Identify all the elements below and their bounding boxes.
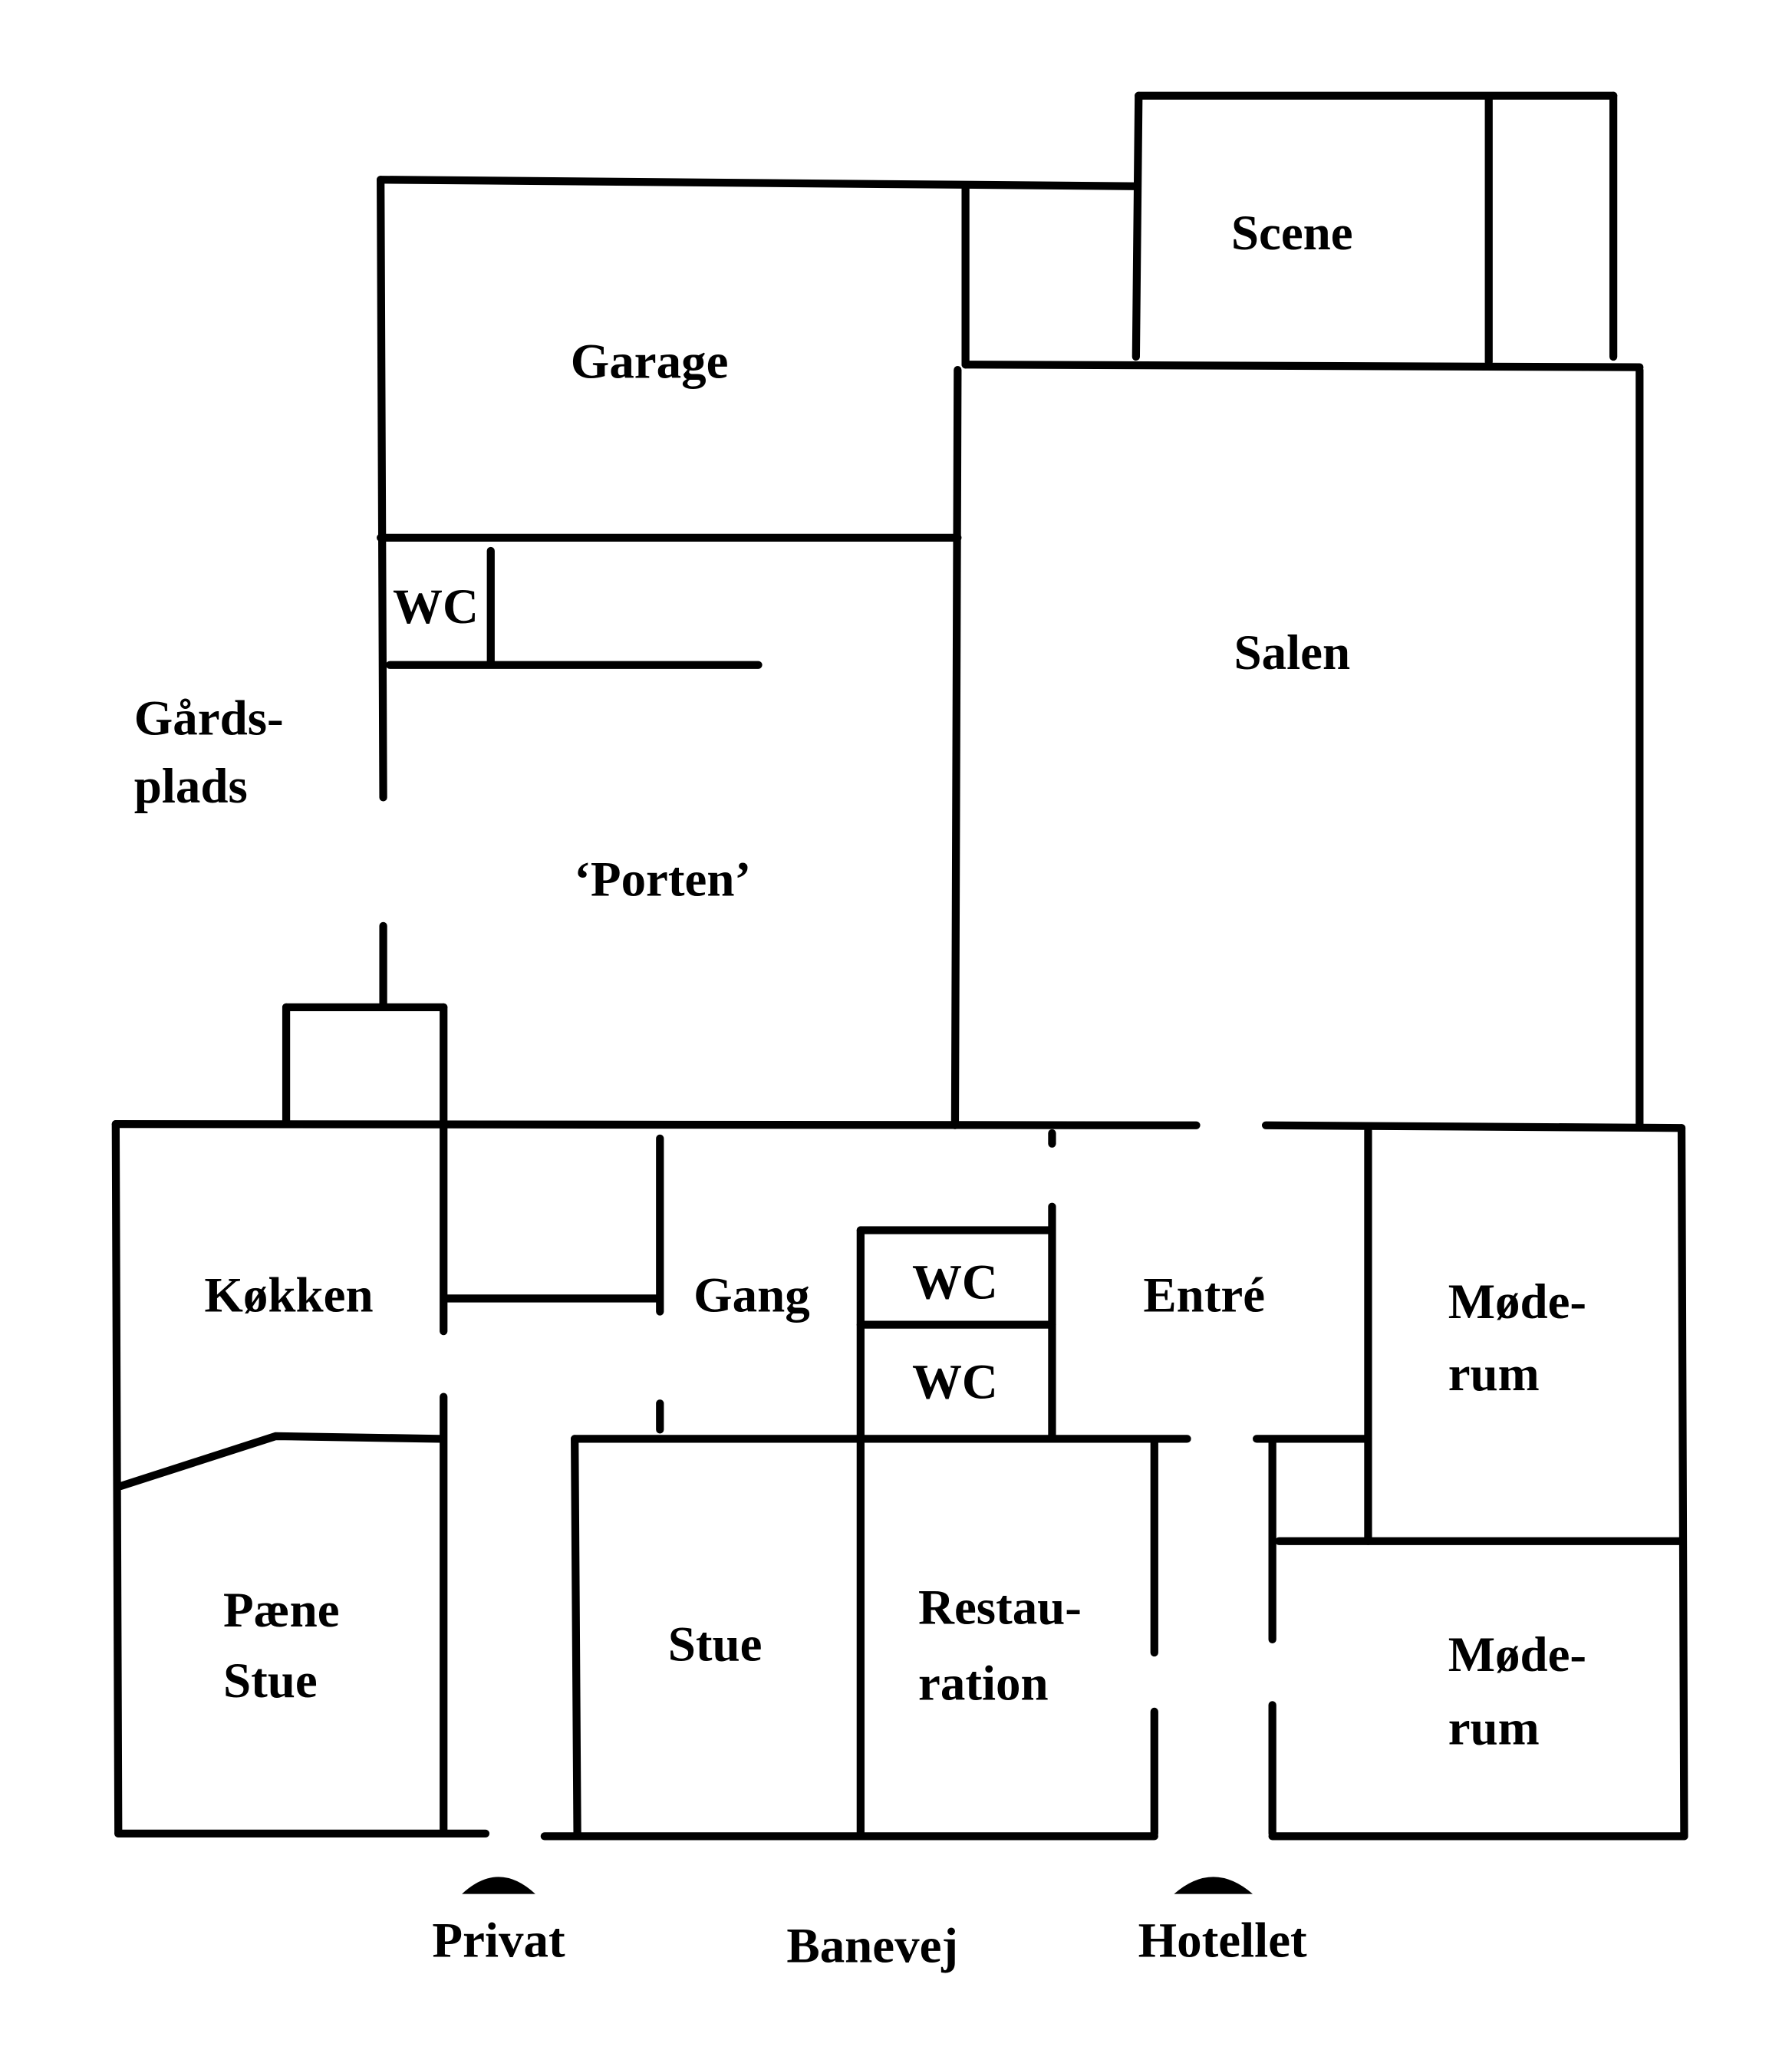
room-porten: ‘Porten’ bbox=[574, 852, 751, 908]
label-privat: Privat bbox=[432, 1913, 565, 1969]
label-gaardsplads-2: plads bbox=[134, 759, 248, 814]
room-restauration-a: Restau- bbox=[918, 1580, 1082, 1635]
room-moederum-1-b: rum bbox=[1448, 1346, 1540, 1402]
room-gang: Gang bbox=[693, 1268, 810, 1323]
entrance-arrow-hotellet-icon bbox=[1174, 1877, 1253, 1894]
room-restauration-b: ration bbox=[918, 1656, 1049, 1712]
label-hotellet: Hotellet bbox=[1138, 1913, 1307, 1969]
entrance-arrow-privat-icon bbox=[462, 1877, 535, 1894]
room-scene: Scene bbox=[1231, 206, 1353, 261]
room-garage: Garage bbox=[571, 334, 729, 389]
room-wc-1: WC bbox=[912, 1254, 998, 1310]
room-salen: Salen bbox=[1234, 625, 1350, 681]
room-moederum-2-a: Møde- bbox=[1448, 1627, 1586, 1683]
room-wc-2: WC bbox=[912, 1354, 998, 1409]
walls bbox=[111, 91, 1688, 1841]
room-paene-stue-b: Stue bbox=[223, 1653, 318, 1709]
room-koekken: Køkken bbox=[204, 1268, 373, 1323]
label-banevej: Banevej bbox=[786, 1918, 958, 1973]
room-paene-stue-a: Pæne bbox=[223, 1583, 340, 1638]
room-stue: Stue bbox=[668, 1617, 763, 1672]
room-wc-upper: WC bbox=[393, 579, 479, 634]
room-moederum-1-a: Møde- bbox=[1448, 1274, 1586, 1330]
label-gaardsplads-1: Gårds- bbox=[134, 690, 284, 746]
room-moederum-2-b: rum bbox=[1448, 1701, 1540, 1756]
room-entre: Entré bbox=[1143, 1268, 1265, 1323]
